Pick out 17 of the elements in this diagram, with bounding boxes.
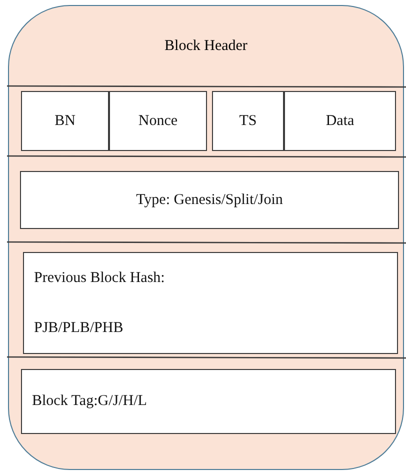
field-box: [284, 91, 396, 151]
field-label: Type: Genesis/Split/Join: [135, 192, 284, 208]
field-box: [21, 369, 396, 434]
field-label: BN: [54, 112, 76, 130]
field-label: Data: [324, 112, 356, 130]
field-box: [21, 91, 109, 151]
header-title: Block Header: [164, 38, 248, 55]
block-outline: [8, 5, 404, 470]
field-box: [212, 91, 284, 151]
field-box: [23, 252, 398, 354]
field-label: TS: [238, 112, 258, 130]
field-label: PJB/PLB/PHB: [34, 320, 124, 336]
field-label: Block Tag:G/J/H/L: [32, 393, 148, 410]
field-box: [109, 91, 207, 151]
field-label: Nonce: [137, 112, 179, 130]
field-box: [20, 171, 399, 229]
field-label: Previous Block Hash:: [34, 270, 166, 286]
